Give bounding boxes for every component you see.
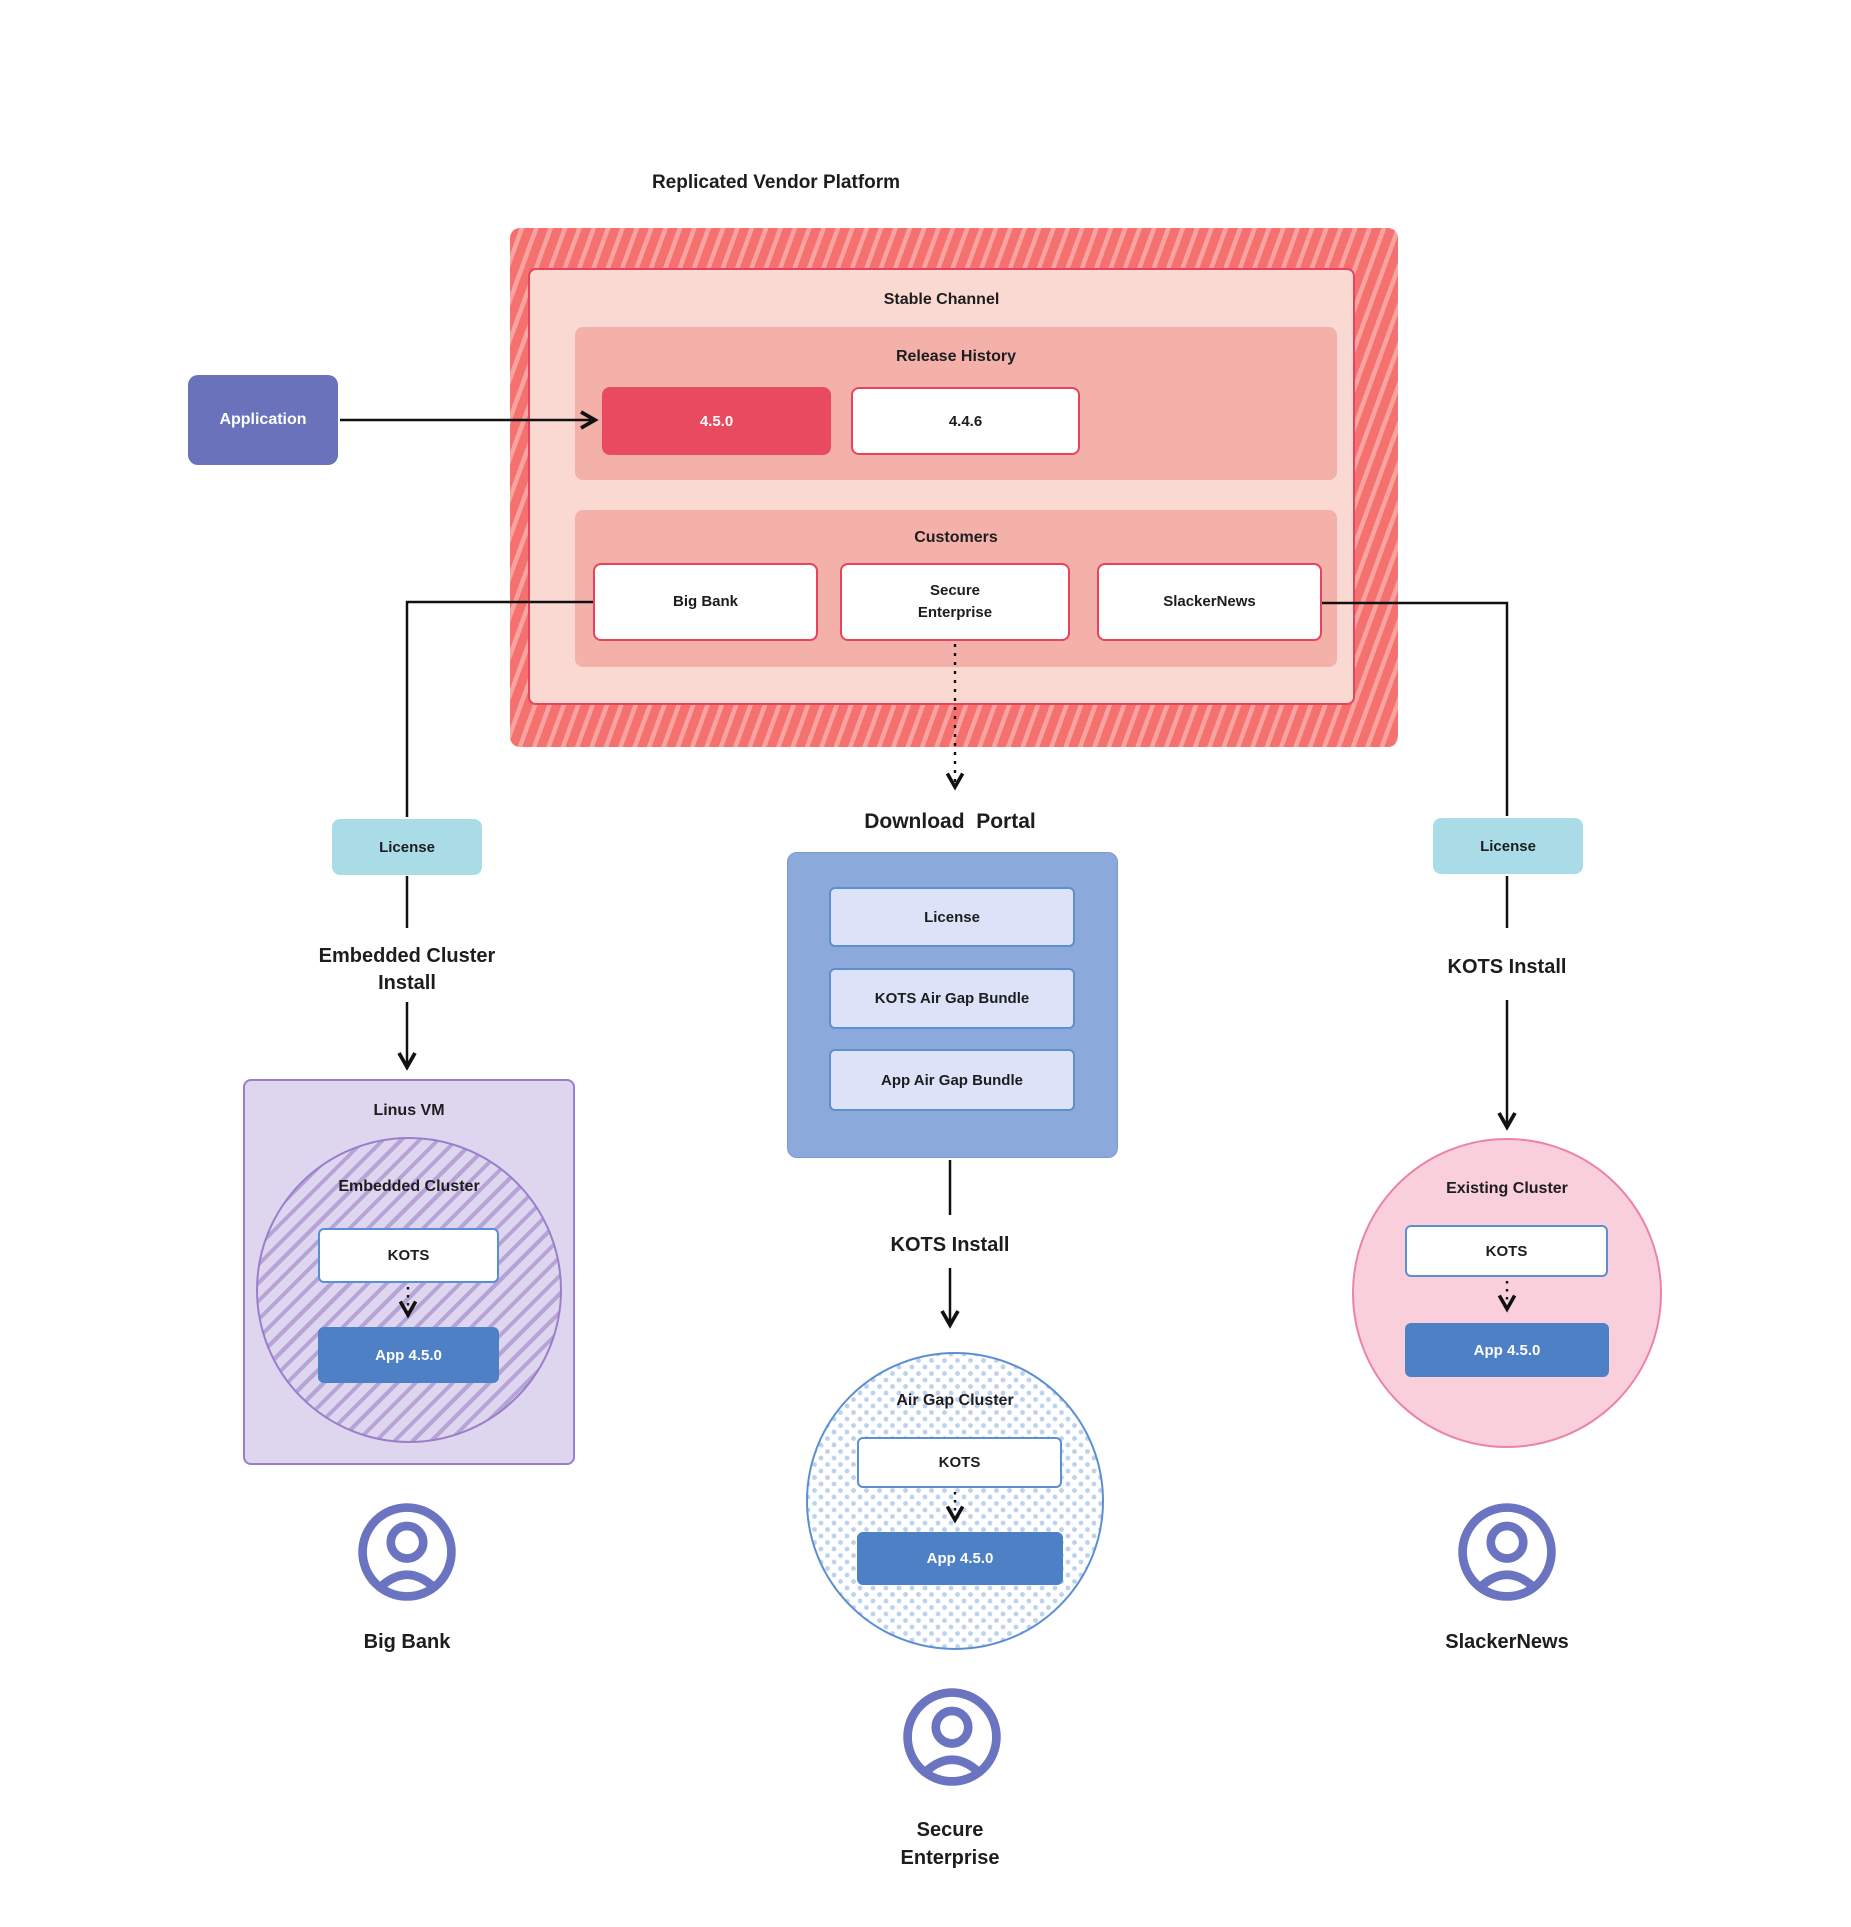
download-portal-title: Download Portal: [864, 810, 1036, 833]
customer-secure-enterprise-box: Secure Enterprise: [840, 563, 1070, 641]
portal-app-bundle-item: App Air Gap Bundle: [829, 1049, 1075, 1111]
big-bank-customer-label: Big Bank: [363, 1631, 451, 1653]
kots-install-label-middle: KOTS Install: [890, 1234, 1010, 1256]
embedded-cluster-circle: [256, 1137, 562, 1443]
license-box-right: License: [1433, 818, 1583, 874]
release-history-label: Release History: [895, 348, 1017, 365]
release-450-box: 4.5.0: [602, 387, 831, 455]
portal-license-item: License: [829, 887, 1075, 947]
stable-channel-label: Stable Channel: [883, 291, 1000, 308]
release-446-box: 4.4.6: [851, 387, 1080, 455]
kots-box-right: KOTS: [1405, 1225, 1608, 1277]
user-icon: [1458, 1503, 1556, 1601]
app-450-box-middle: App 4.5.0: [857, 1532, 1063, 1585]
existing-cluster-label: Existing Cluster: [1446, 1180, 1568, 1197]
linus-vm-label: Linus VM: [373, 1102, 445, 1119]
app-450-box-right: App 4.5.0: [1405, 1323, 1609, 1377]
user-icon: [903, 1688, 1001, 1786]
customer-slackernews-box: SlackerNews: [1097, 563, 1322, 641]
slackernews-customer-label: SlackerNews: [1445, 1631, 1569, 1653]
kots-box-left: KOTS: [318, 1228, 499, 1283]
embedded-cluster-label: Embedded Cluster: [338, 1178, 480, 1195]
kots-box-middle: KOTS: [857, 1437, 1062, 1488]
license-box-left: License: [332, 819, 482, 875]
embedded-cluster-install-label: Embedded Cluster Install: [318, 945, 496, 994]
air-gap-cluster-circle: [806, 1352, 1104, 1650]
diagram-title: Replicated Vendor Platform: [651, 172, 901, 193]
secure-enterprise-customer-label: Secure Enterprise: [900, 1819, 1000, 1869]
portal-kots-bundle-item: KOTS Air Gap Bundle: [829, 968, 1075, 1029]
app-450-box-left: App 4.5.0: [318, 1327, 499, 1383]
application-box: Application: [188, 375, 338, 465]
customer-big-bank-box: Big Bank: [593, 563, 818, 641]
customers-label: Customers: [914, 529, 998, 546]
kots-install-label-right: KOTS Install: [1447, 956, 1567, 978]
air-gap-cluster-label: Air Gap Cluster: [896, 1392, 1014, 1409]
user-icon: [358, 1503, 456, 1601]
